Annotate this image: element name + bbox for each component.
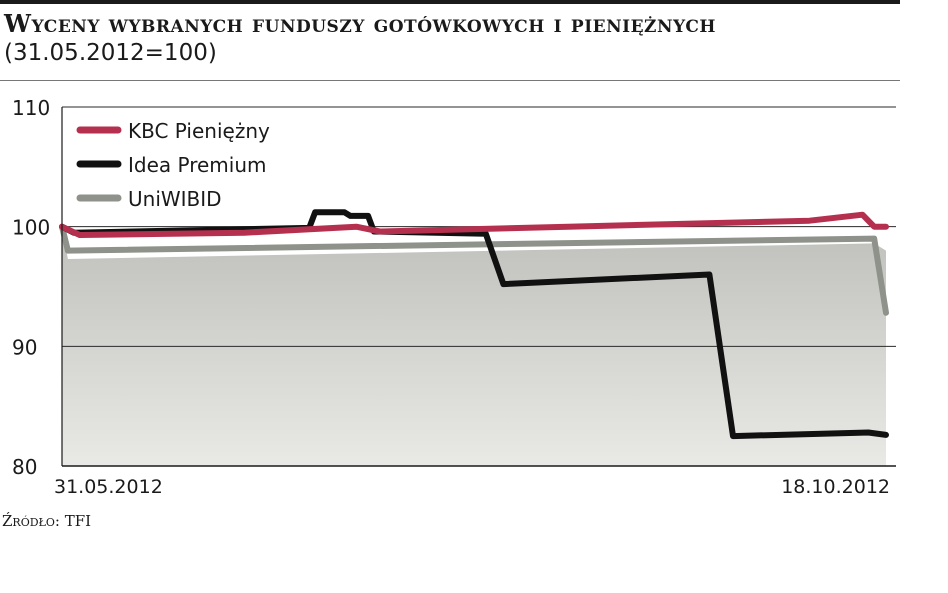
series-line-uniwibid [59, 223, 889, 316]
y-tick-label: 80 [12, 455, 37, 479]
chart-title: Wyceny wybranych funduszy gotówkowych i … [4, 10, 904, 67]
line-chart: 80 90 100 110 31.05.2012 18.10.2012 KBC Pieni… [12, 96, 896, 498]
legend-label: Idea Premium [128, 153, 267, 177]
source-note: Źródło: TFI [2, 512, 92, 530]
x-tick-label: 18.10.2012 [781, 476, 890, 498]
top-rule [0, 0, 900, 4]
chart-title-date-note: (31.05.2012=100) [4, 40, 217, 66]
legend-label: UniWIBID [128, 187, 222, 211]
legend-label: KBC Pieniężny [128, 119, 270, 143]
x-tick-label: 31.05.2012 [54, 476, 163, 498]
series-line-kbc-pieni-ny [59, 211, 889, 238]
chart-title-main: Wyceny wybranych funduszy gotówkowych i … [4, 9, 716, 38]
title-rule [0, 80, 900, 81]
y-tick-label: 110 [12, 96, 50, 120]
y-tick-label: 90 [12, 335, 37, 359]
series-line-idea-premium [59, 209, 889, 440]
y-tick-label: 100 [12, 216, 50, 240]
